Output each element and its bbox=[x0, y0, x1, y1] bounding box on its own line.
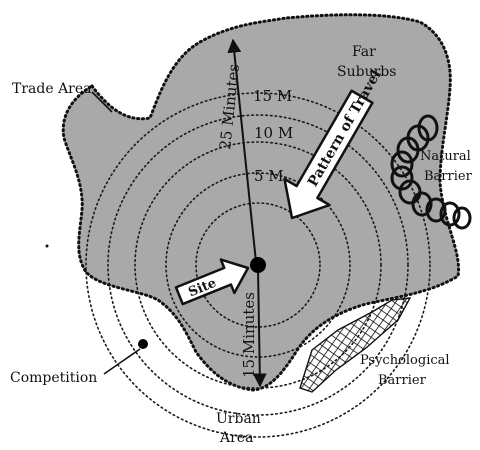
site-arrow: Site bbox=[174, 258, 250, 306]
ring-inner bbox=[195, 202, 321, 328]
ring-15m bbox=[107, 114, 409, 416]
competition-marker bbox=[138, 339, 148, 349]
psychological-barrier-label-line2: Barrier bbox=[378, 373, 427, 388]
ring-5m bbox=[165, 172, 351, 358]
natural-barrier-coils bbox=[390, 114, 472, 230]
ring-outer bbox=[85, 92, 431, 438]
natural-barrier-label-line1: Natural bbox=[420, 149, 471, 164]
far-suburbs-label-line1: Far bbox=[352, 44, 376, 60]
site-marker bbox=[250, 257, 266, 273]
psychological-barrier-label-line1: Psychological bbox=[360, 353, 450, 368]
far-suburbs-label-line2: Suburbs bbox=[337, 64, 396, 80]
ring-5m-label: 5 M bbox=[254, 167, 284, 185]
competition-leader-line bbox=[103, 348, 141, 375]
competition-label: Competition bbox=[10, 370, 97, 386]
minutes-15-label: 15 Minutes bbox=[240, 292, 258, 378]
stray-dot bbox=[45, 244, 49, 248]
urban-area-label-line1: Urban bbox=[216, 411, 261, 427]
ring-10m bbox=[134, 141, 382, 389]
urban-area-label-line2: Area bbox=[219, 430, 253, 446]
psychological-barrier-region bbox=[299, 297, 412, 393]
measure-line-15-minutes bbox=[252, 267, 267, 388]
ring-10m-label: 10 M bbox=[254, 124, 293, 142]
ring-15m-label: 15 M bbox=[253, 87, 292, 105]
trade-area-leader-line bbox=[91, 91, 113, 113]
natural-barrier-label-line2: Barrier bbox=[424, 169, 473, 184]
trade-area-label: Trade Area bbox=[12, 81, 92, 97]
measure-line-25-minutes bbox=[227, 38, 257, 263]
